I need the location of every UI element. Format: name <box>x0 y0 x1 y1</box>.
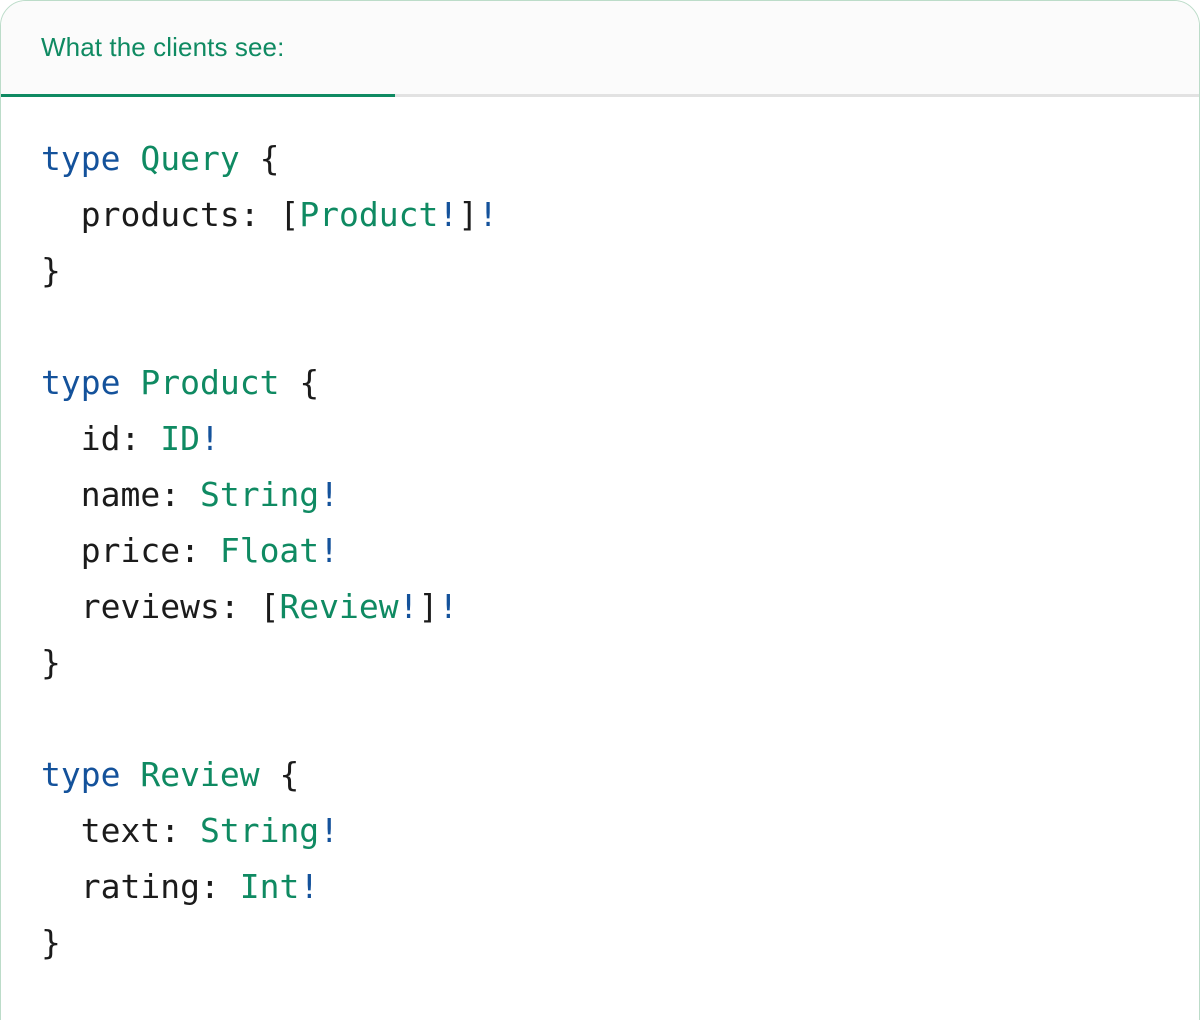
code-token-punc: } <box>41 923 61 962</box>
code-token-tn: Int <box>239 867 300 906</box>
active-tab-underline <box>1 94 395 97</box>
code-token-kw: type <box>41 363 121 402</box>
code-token-fld: text: <box>80 811 200 850</box>
code-token-tn: Query <box>140 139 240 178</box>
code-token-bang: ! <box>478 195 499 234</box>
code-token-fld: price: <box>80 531 220 570</box>
tab-what-the-clients-see[interactable]: What the clients see: <box>1 1 308 94</box>
code-token-fld: rating: <box>80 867 240 906</box>
code-token-bang: ! <box>319 475 340 514</box>
code-token-tn: Product <box>299 195 439 234</box>
code-line: rating: Int! <box>41 859 1159 915</box>
code-token-fld <box>120 755 140 794</box>
code-token-punc: } <box>41 643 61 682</box>
code-token-tn: Product <box>140 363 280 402</box>
code-token-tn: String <box>199 811 320 850</box>
code-indent <box>41 587 81 626</box>
code-token-fld <box>120 363 140 402</box>
code-line: text: String! <box>41 803 1159 859</box>
code-token-fld: products: <box>80 195 280 234</box>
code-token-punc: { <box>259 139 280 178</box>
code-line: } <box>41 243 1159 299</box>
code-token-fld: name: <box>80 475 200 514</box>
code-token-punc: [ <box>259 587 280 626</box>
code-token-bang: ! <box>299 867 320 906</box>
code-token-fld <box>260 755 280 794</box>
code-area: type Query { products: [Product!]!}type … <box>1 97 1199 1011</box>
code-line <box>41 299 1159 355</box>
code-line: } <box>41 635 1159 691</box>
code-token-tn: Float <box>219 531 320 570</box>
code-token-fld <box>120 139 140 178</box>
code-token-bang: ! <box>199 419 220 458</box>
code-token-bang: ! <box>438 587 459 626</box>
tab-label: What the clients see: <box>41 32 285 62</box>
card-header: What the clients see: <box>1 1 1199 97</box>
code-line: name: String! <box>41 467 1159 523</box>
code-line: type Query { <box>41 131 1159 187</box>
code-token-fld <box>279 363 299 402</box>
code-line: type Product { <box>41 355 1159 411</box>
code-token-kw: type <box>41 755 121 794</box>
code-indent <box>41 811 81 850</box>
code-token-punc: [ <box>279 195 300 234</box>
code-indent <box>41 419 81 458</box>
code-line: type Review { <box>41 747 1159 803</box>
code-token-punc: } <box>41 251 61 290</box>
code-token-fld: reviews: <box>80 587 260 626</box>
code-line: price: Float! <box>41 523 1159 579</box>
code-token-bang: ! <box>398 587 419 626</box>
code-token-kw: type <box>41 139 121 178</box>
code-indent <box>41 475 81 514</box>
code-token-bang: ! <box>319 531 340 570</box>
graphql-schema-code[interactable]: type Query { products: [Product!]!}type … <box>41 131 1159 971</box>
code-line: } <box>41 915 1159 971</box>
code-token-fld: id: <box>80 419 161 458</box>
code-token-bang: ! <box>319 811 340 850</box>
code-line: id: ID! <box>41 411 1159 467</box>
code-token-tn: Review <box>279 587 399 626</box>
code-line: reviews: [Review!]! <box>41 579 1159 635</box>
code-token-punc: { <box>279 755 300 794</box>
code-token-tn: Review <box>140 755 260 794</box>
code-token-fld <box>240 139 260 178</box>
code-token-tn: ID <box>160 419 200 458</box>
code-token-punc: { <box>299 363 320 402</box>
code-indent <box>41 867 81 906</box>
code-token-tn: String <box>199 475 320 514</box>
code-token-punc: ] <box>458 195 479 234</box>
code-line: products: [Product!]! <box>41 187 1159 243</box>
code-token-punc: ] <box>418 587 439 626</box>
code-token-bang: ! <box>438 195 459 234</box>
code-indent <box>41 195 81 234</box>
code-indent <box>41 531 81 570</box>
code-line <box>41 691 1159 747</box>
